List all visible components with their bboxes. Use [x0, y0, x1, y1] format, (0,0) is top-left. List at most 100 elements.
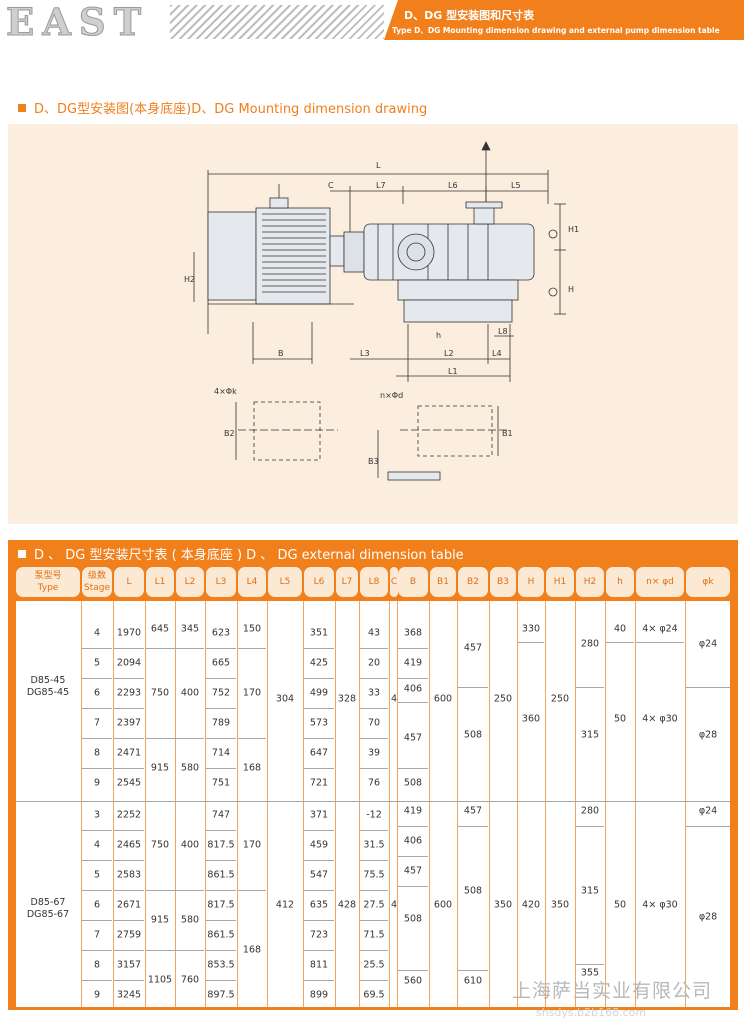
dim-L6-label: L6 — [448, 181, 458, 190]
table-row-divider — [114, 980, 144, 981]
L3-cell: 817.5 — [207, 899, 235, 911]
table-col-divider — [429, 601, 430, 1007]
B2-cell: 457 — [463, 642, 483, 654]
table-row-divider — [304, 890, 334, 891]
table-row-divider — [398, 970, 428, 971]
table-header-13: B1 — [430, 567, 456, 597]
stage-cell: 9 — [93, 989, 101, 1001]
table-header-17: H1 — [546, 567, 574, 597]
dim-L5-label: L5 — [511, 181, 521, 190]
L3-cell: 817.5 — [207, 839, 235, 851]
H-cell: 330 — [521, 623, 541, 635]
header-title-en: Type D、DG Mounting dimension drawing and… — [392, 26, 720, 35]
L8-cell: 31.5 — [363, 839, 385, 851]
table-row-divider — [238, 648, 266, 649]
table-row-divider — [458, 970, 488, 971]
table-row-divider — [82, 920, 112, 921]
L8-cell: 33 — [367, 687, 381, 699]
L-cell: 2094 — [116, 657, 142, 669]
dim-L8-label: L8 — [498, 327, 508, 336]
table-row-divider — [458, 687, 488, 688]
section-drawing-title-text: D、DG型安装图(本身底座)D、DG Mounting dimension dr… — [34, 102, 428, 117]
header-title-cn: D、DG 型安装图和尺寸表 — [404, 9, 535, 22]
section-table-title: D 、 DG 型安装尺寸表 ( 本身底座 ) D 、 DG external d… — [18, 544, 464, 563]
L2-cell: 580 — [180, 914, 200, 926]
L-cell: 2583 — [116, 869, 142, 881]
table-header-label: L4 — [246, 577, 258, 587]
table-col-divider — [389, 601, 390, 1007]
B2-cell: 457 — [463, 805, 483, 817]
stage-cell: 6 — [93, 899, 101, 911]
table-header-7: L5 — [268, 567, 302, 597]
table-header-label: B3 — [497, 577, 509, 587]
table-col-divider — [175, 601, 176, 1007]
table-header-19: h — [606, 567, 634, 597]
table-header-21: φk — [686, 567, 730, 597]
table-col-divider — [335, 601, 336, 1007]
L-cell: 2465 — [116, 839, 142, 851]
table-row-divider — [238, 890, 266, 891]
L8-cell: 71.5 — [363, 929, 385, 941]
L6-cell: 547 — [309, 869, 329, 881]
table-header-label: 泵型号 — [34, 571, 62, 581]
table-row-divider — [398, 678, 428, 679]
H-cell: 420 — [521, 899, 541, 911]
table-row-divider — [304, 738, 334, 739]
table-row-divider — [304, 678, 334, 679]
C-cell: 4 — [390, 899, 398, 911]
table-row-divider — [686, 687, 730, 688]
k-cell: φ24 — [698, 805, 718, 817]
k-cell: φ28 — [698, 911, 718, 923]
table-header-6: L4 — [238, 567, 266, 597]
table-col-divider — [575, 601, 576, 1007]
table-col-divider — [457, 601, 458, 1007]
table-row-divider — [304, 920, 334, 921]
brand-logo: EAST — [5, 0, 150, 44]
dim-B2-label: B2 — [224, 429, 235, 438]
table-header-label: C — [390, 577, 398, 587]
C-cell: 4 — [390, 693, 398, 705]
L6-cell: 647 — [309, 747, 329, 759]
table-row-divider — [82, 708, 112, 709]
L8-cell: 27.5 — [363, 899, 385, 911]
table-row-divider — [398, 826, 428, 827]
dim-L-label: L — [376, 161, 381, 170]
table-row-divider — [82, 768, 112, 769]
table-header-18: H2 — [576, 567, 604, 597]
table-row-divider — [606, 642, 634, 643]
B-cell: 508 — [403, 777, 423, 789]
table-row-divider — [576, 687, 604, 688]
L-cell: 2759 — [116, 929, 142, 941]
table-row-divider — [114, 950, 144, 951]
L6-cell: 811 — [309, 959, 329, 971]
L4-cell: 168 — [242, 944, 262, 956]
dim-H1-label: H1 — [568, 225, 579, 234]
table-row-divider — [398, 702, 428, 703]
L6-cell: 351 — [309, 627, 329, 639]
table-row-divider — [82, 980, 112, 981]
table-header-label: H2 — [583, 577, 597, 587]
table-header-label: L7 — [341, 577, 353, 587]
nd-cell: 4× φ30 — [642, 713, 678, 725]
B-cell: 368 — [403, 627, 423, 639]
L-cell: 2397 — [116, 717, 142, 729]
table-row-divider — [114, 890, 144, 891]
table-row-divider — [686, 826, 730, 827]
table-row-divider — [206, 648, 236, 649]
dimension-table-panel: D 、 DG 型安装尺寸表 ( 本身底座 ) D 、 DG external d… — [8, 540, 738, 1010]
L3-cell: 714 — [211, 747, 231, 759]
L2-cell: 400 — [180, 839, 200, 851]
B-cell: 457 — [403, 865, 423, 877]
B-cell: 508 — [403, 913, 423, 925]
L3-cell: 752 — [211, 687, 231, 699]
dim-C-label: C — [328, 181, 334, 190]
H-cell: 360 — [521, 713, 541, 725]
table-row-divider — [360, 648, 388, 649]
L5-cell: 304 — [275, 693, 295, 705]
L8-cell: -12 — [366, 809, 382, 821]
L3-cell: 861.5 — [207, 869, 235, 881]
L6-cell: 499 — [309, 687, 329, 699]
B3-cell: 350 — [493, 899, 513, 911]
table-header-label: L3 — [215, 577, 227, 587]
